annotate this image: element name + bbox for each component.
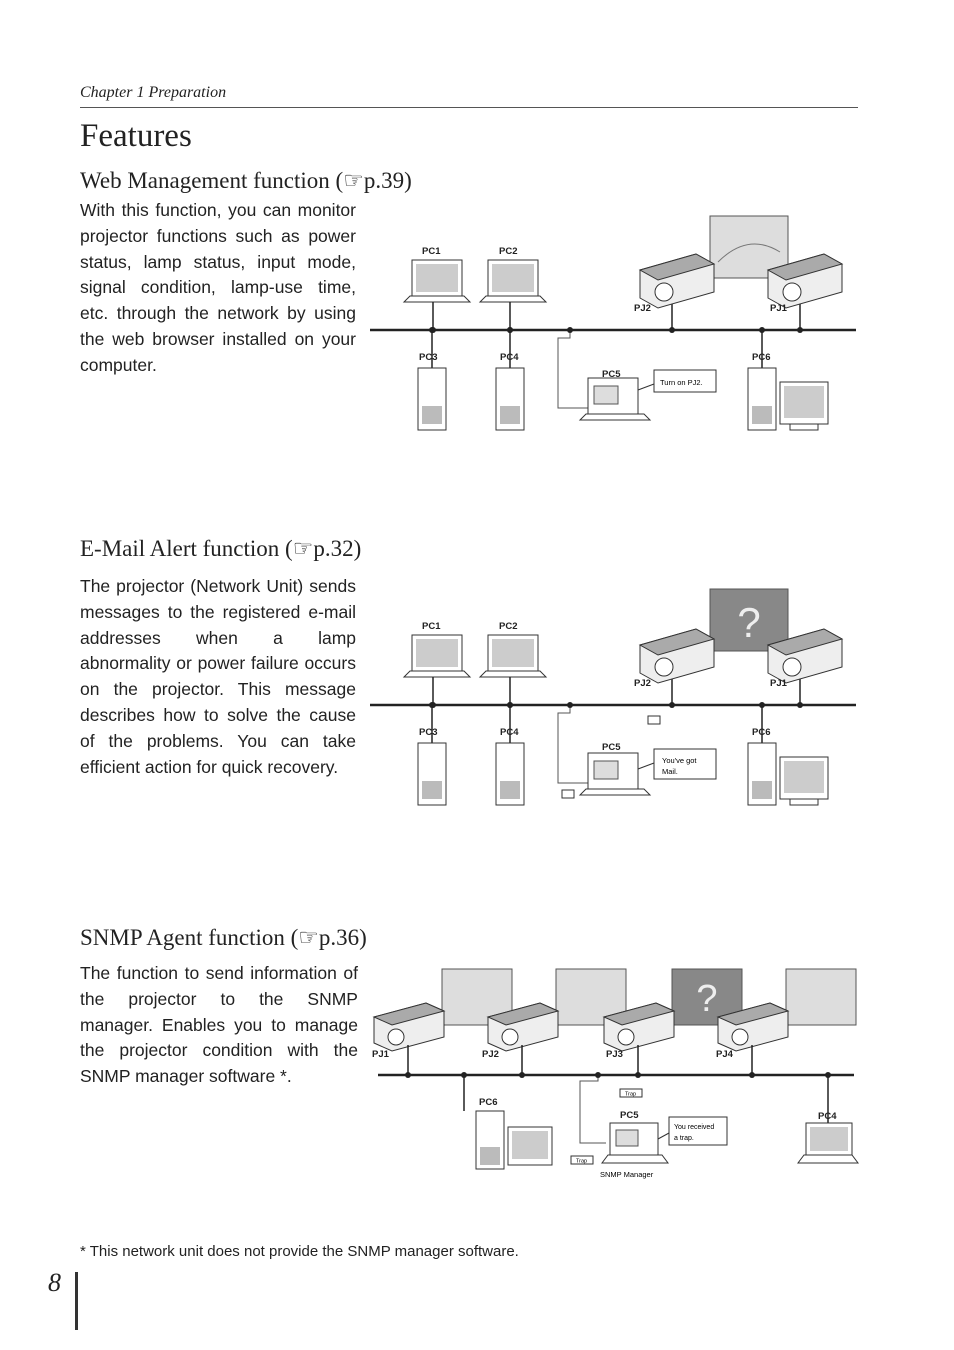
- pc3-tower: [417, 702, 447, 806]
- mail-icon: [561, 789, 575, 799]
- page-bar: [75, 1272, 78, 1330]
- pj3-label: PJ3: [606, 1049, 623, 1060]
- snmp-manager-label: SNMP Manager: [600, 1170, 654, 1179]
- mail-icon: [647, 715, 661, 725]
- page-number: 8: [48, 1268, 61, 1297]
- question-mark: ?: [737, 599, 760, 646]
- pj1-label: PJ1: [770, 678, 788, 689]
- pj1-label: PJ1: [372, 1049, 390, 1060]
- pc3-tower: [417, 327, 447, 431]
- pc6-label: PC6: [752, 727, 770, 738]
- pc4-label: PC4: [500, 727, 519, 738]
- pc6-desktop: [461, 1072, 553, 1170]
- pc2-laptop: [478, 634, 548, 708]
- pc3-label: PC3: [419, 727, 437, 738]
- pc5-label: PC5: [602, 742, 621, 753]
- snmp-agent-diagram: ? PJ1 PJ2 PJ3 PJ4 PC6 PC5 Trap: [372, 968, 859, 1179]
- email-callout-line1: You've got: [662, 756, 697, 765]
- trap-tag: Trap: [625, 1092, 636, 1098]
- pc5-snmp-manager: [579, 1072, 669, 1164]
- pc5-label: PC5: [602, 369, 621, 380]
- email-alert-text: The projector (Network Unit) sends messa…: [80, 576, 356, 777]
- pc1-laptop: [402, 259, 472, 333]
- pc1-label: PC1: [422, 621, 441, 632]
- pc5-laptop: [557, 702, 661, 799]
- pj2-label: PJ2: [634, 303, 651, 314]
- pc2-label: PC2: [499, 246, 517, 257]
- pc2-laptop: [478, 259, 548, 333]
- pc5-laptop: [557, 327, 652, 421]
- snmp-agent-text: The function to send information of the …: [80, 963, 358, 1087]
- pc2-label: PC2: [499, 621, 517, 632]
- pc5-label: PC5: [620, 1110, 639, 1121]
- pj2-label: PJ2: [482, 1049, 499, 1060]
- trap-callout-line1: You received: [674, 1124, 714, 1131]
- pc1-label: PC1: [422, 246, 441, 257]
- pj2-label: PJ2: [634, 678, 651, 689]
- page-title: Features: [80, 118, 192, 154]
- web-management-text: With this function, you can monitor proj…: [80, 200, 356, 375]
- pj4-label: PJ4: [716, 1049, 734, 1060]
- projector-pj1: [766, 253, 844, 333]
- pc4-label: PC4: [818, 1111, 837, 1122]
- web-callout: Turn on PJ2.: [660, 378, 703, 387]
- projector-pj2: [638, 253, 716, 333]
- pc6-label: PC6: [752, 352, 770, 363]
- footnote: * This network unit does not provide the…: [80, 1243, 519, 1260]
- web-management-heading: Web Management function (☞p.39): [80, 168, 412, 193]
- email-alert-heading: E-Mail Alert function (☞p.32): [80, 536, 362, 561]
- projector-pj4: [716, 1002, 790, 1078]
- pc6-label: PC6: [479, 1097, 497, 1108]
- projector-pj1: [372, 1002, 446, 1078]
- pc4-tower: [495, 702, 525, 806]
- email-callout-line2: Mail.: [662, 767, 678, 776]
- chapter-header: Chapter 1 Preparation: [80, 84, 227, 101]
- pc6-desktop: [747, 327, 829, 431]
- pc6-desktop: [747, 702, 829, 806]
- projector-pj1: [766, 628, 844, 708]
- header-rule: [80, 107, 858, 108]
- pc4-laptop: [797, 1072, 859, 1164]
- pc1-laptop: [402, 634, 472, 708]
- web-management-diagram: PC1 PC2 PC3 PC4 PC5 Turn on PJ2. PJ2: [370, 215, 856, 431]
- pc4-label: PC4: [500, 352, 519, 363]
- pc3-label: PC3: [419, 352, 437, 363]
- projector-pj2: [638, 628, 716, 708]
- pj1-label: PJ1: [770, 303, 788, 314]
- error-screen: [709, 588, 789, 652]
- trap-tag: Trap: [576, 1159, 587, 1165]
- pc4-tower: [495, 327, 525, 431]
- question-mark: ?: [696, 978, 717, 1020]
- projector-pj3: [602, 1002, 676, 1078]
- email-alert-diagram: ? PC1 PC2 PC3 PC4 PC5 You've got Mail. P…: [370, 588, 856, 806]
- projector-pj2: [486, 1002, 560, 1078]
- snmp-agent-heading: SNMP Agent function (☞p.36): [80, 925, 367, 950]
- trap-callout-line2: a trap.: [674, 1135, 694, 1142]
